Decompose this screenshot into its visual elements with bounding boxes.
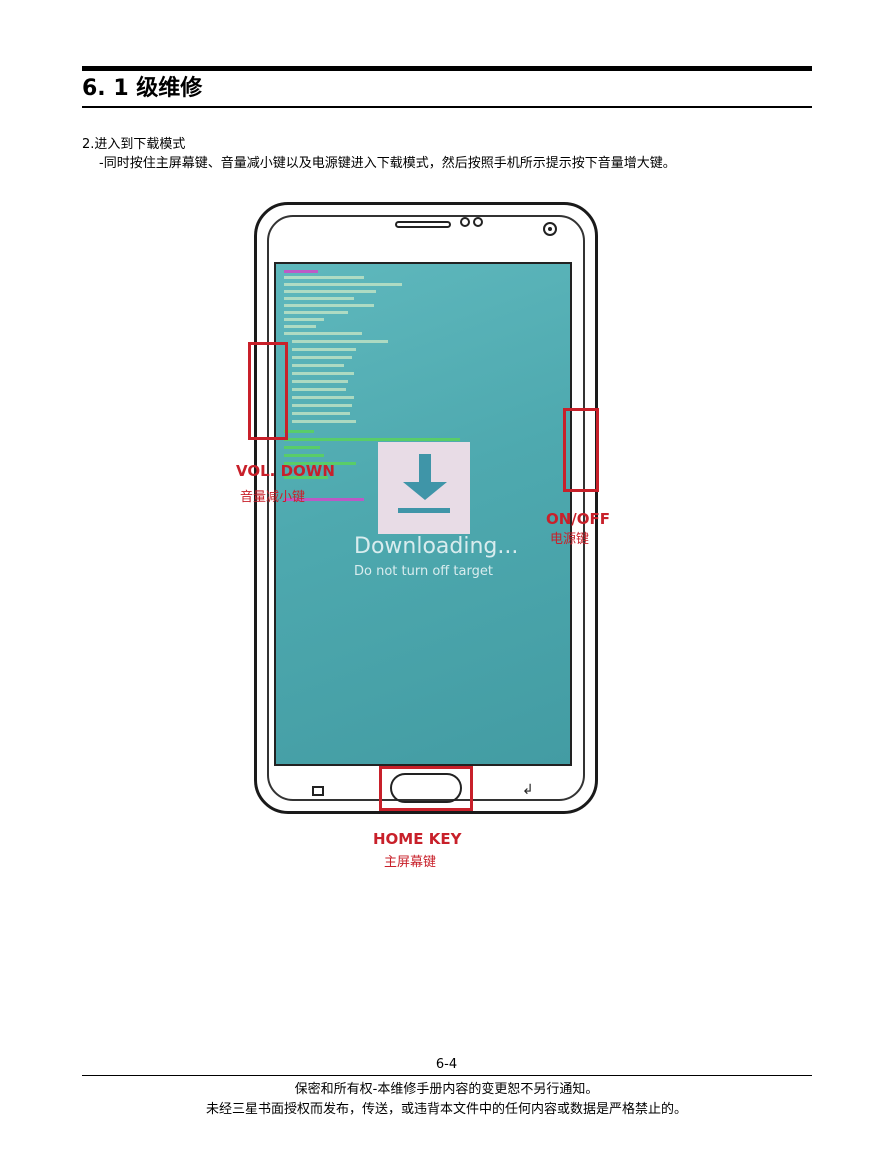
on-off-highlight	[563, 408, 599, 492]
vol-down-label-cn: 音量减小键	[240, 490, 306, 505]
phone-screen: Downloading... Do not turn off target	[274, 262, 572, 766]
footer-confidential: 保密和所有权-本维修手册内容的变更恕不另行通知。	[294, 1082, 599, 1097]
front-camera-icon	[543, 222, 557, 236]
step-heading: 2.进入到下载模式	[82, 137, 186, 152]
top-rule	[82, 66, 812, 71]
on-off-label-cn: 电源键	[550, 532, 590, 547]
footer-rule	[82, 1075, 812, 1076]
home-key-label: HOME KEY	[373, 830, 462, 848]
back-icon: ↲	[522, 782, 534, 798]
home-key-button[interactable]	[390, 773, 462, 803]
vol-down-highlight	[248, 342, 288, 440]
earpiece-speaker	[395, 221, 451, 228]
download-icon	[378, 442, 470, 534]
downloading-text: Downloading...	[354, 534, 519, 559]
on-off-label: ON/OFF	[546, 510, 611, 528]
proximity-sensor-icon	[460, 217, 470, 227]
footer-legal: 未经三星书面授权而发布，传送，或违背本文件中的任何内容或数据是严格禁止的。	[205, 1102, 687, 1117]
section-title: 6. 1 级维修	[82, 76, 203, 101]
title-rule	[82, 106, 812, 108]
light-sensor-icon	[473, 217, 483, 227]
recent-apps-icon	[312, 786, 324, 796]
home-key-label-cn: 主屏幕键	[384, 855, 437, 870]
vol-down-label: VOL. DOWN	[236, 462, 335, 480]
phone-figure: Downloading... Do not turn off target ↲ …	[232, 196, 622, 870]
step-description: -同时按住主屏幕键、音量减小键以及电源键进入下载模式，然后按照手机所示提示按下音…	[99, 156, 676, 171]
phone-bezel	[267, 215, 585, 801]
home-key-highlight	[379, 766, 473, 811]
do-not-turn-off-text: Do not turn off target	[354, 564, 493, 579]
page-number: 6-4	[435, 1057, 458, 1072]
